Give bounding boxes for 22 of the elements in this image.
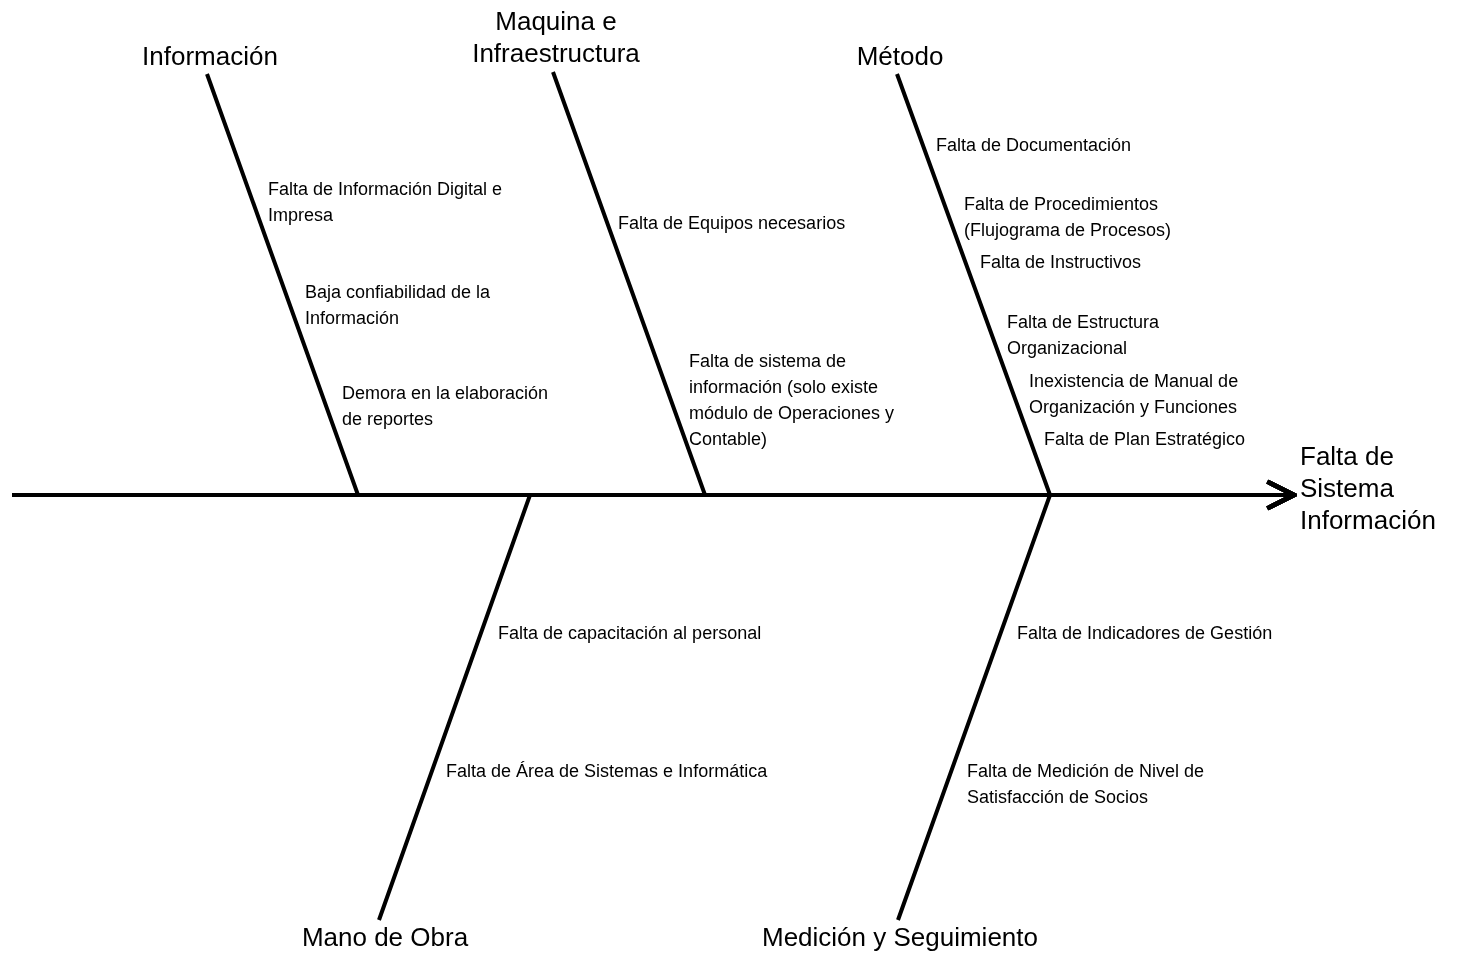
cause-text: Falta de Área de Sistemas e Informática [446, 760, 768, 783]
cause-text: Falta de Procedimientos (Flujograma de Procesos) [964, 193, 1173, 242]
cause-text: Falta de capacitación al personal [498, 622, 762, 645]
category-label: Medición y Seguimiento [720, 921, 1080, 953]
category-label: Método [800, 40, 1000, 72]
category-label: Mano de Obra [270, 921, 500, 953]
cause-text: Falta de Indicadores de Gestión [1017, 622, 1273, 645]
cause-text: Falta de Estructura Organizacional [1007, 311, 1161, 360]
category-label: Información [110, 40, 310, 72]
cause-text: Inexistencia de Manual de Organización y Funciones [1029, 370, 1240, 419]
cause-text: Falta de Equipos necesarios [618, 212, 846, 235]
cause-text: Falta de Información Digital e Impresa [268, 178, 504, 227]
cause-text: Baja confiabilidad de la Información [305, 281, 492, 330]
cause-text: Falta de Instructivos [980, 251, 1142, 274]
cause-text: Falta de Documentación [936, 134, 1132, 157]
category-label: Maquina e Infraestructura [446, 5, 666, 69]
cause-text: Demora en la elaboración de reportes [342, 382, 550, 431]
cause-text: Falta de Medición de Nivel de Satisfacción de Socios [967, 760, 1206, 809]
effect-label: Falta de Sistema Información [1300, 440, 1470, 536]
cause-text: Falta de Plan Estratégico [1044, 428, 1246, 451]
cause-text: Falta de sistema de información (solo existe módulo de Operaciones y Contable) [689, 350, 896, 451]
bone-line [896, 479, 1297, 921]
